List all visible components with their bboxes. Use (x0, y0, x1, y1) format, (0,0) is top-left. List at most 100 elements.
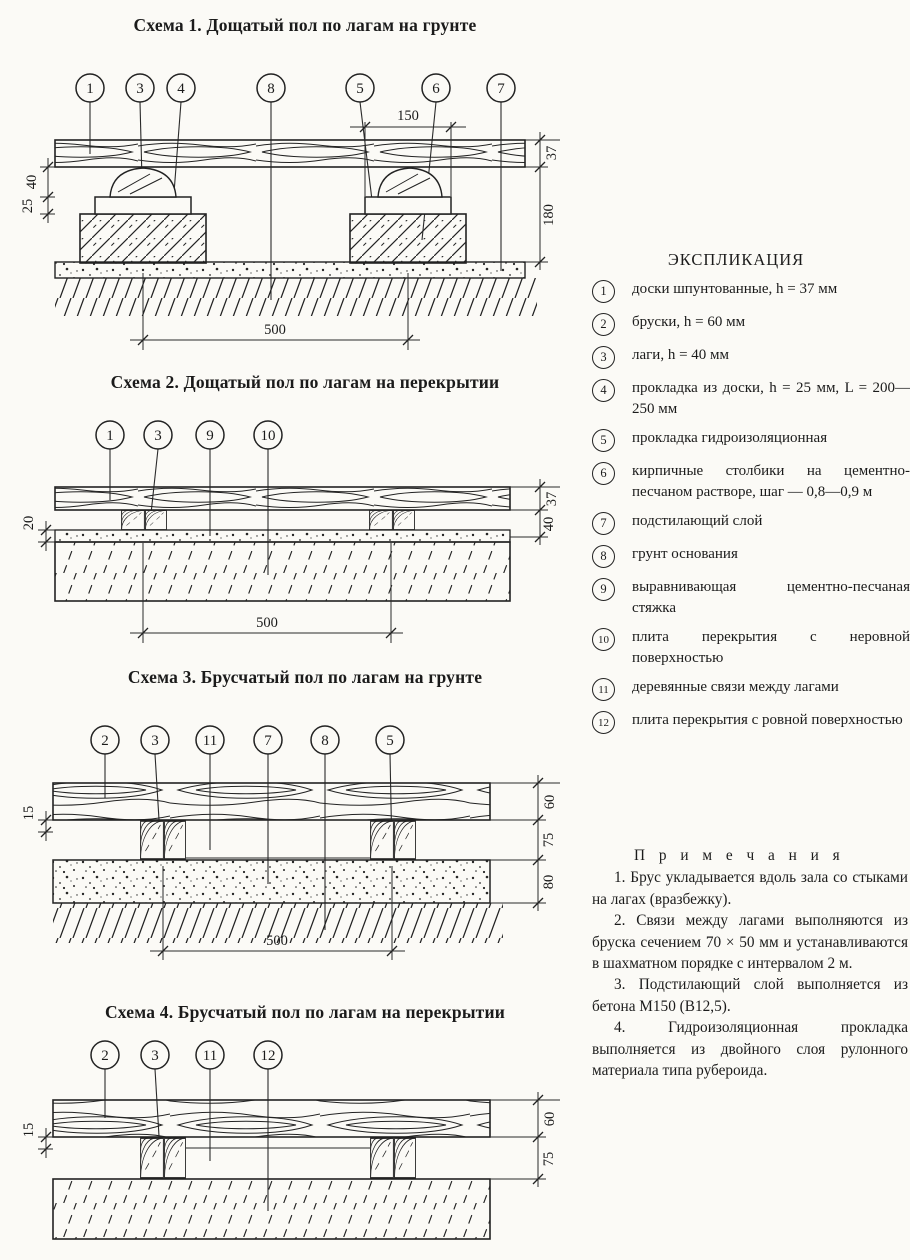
svg-text:3: 3 (151, 1048, 159, 1064)
scheme-3-ground-layer (53, 903, 503, 943)
item-text: кирпичные столбики на цементно-песчаном … (632, 463, 910, 500)
svg-text:10: 10 (261, 428, 276, 444)
scheme-3-dim-bottom: 500 (150, 866, 405, 960)
note-item: 3. Подстилающий слой выполняется из бето… (592, 976, 908, 1015)
svg-text:11: 11 (203, 1048, 217, 1064)
svg-text:60: 60 (542, 795, 558, 810)
svg-text:9: 9 (206, 428, 214, 444)
callout-badge: 1 (95, 420, 125, 450)
explication-item: 5 прокладка гидроизоляционная (592, 428, 910, 452)
callout-badge: 3 (140, 1040, 170, 1070)
scheme-1-dim-left: 40 25 (20, 158, 55, 223)
scheme-4-drawing: 2 3 11 12 15 60 75 (21, 1040, 560, 1240)
item-number-badge: 3 (592, 346, 615, 369)
item-number-badge: 8 (592, 545, 615, 568)
callout-badge: 6 (421, 73, 451, 103)
callout-badge: 11 (195, 1040, 225, 1070)
scheme-1-pad-board (94, 196, 452, 215)
explication-list: 1 доски шпунтованные, h = 37 мм 2 бруски… (592, 279, 910, 734)
item-number-badge: 12 (592, 711, 615, 734)
scheme-1-lag (109, 167, 443, 198)
svg-text:12: 12 (261, 1048, 276, 1064)
scheme-1-drawing: 1 3 4 8 5 6 7 150 40 25 3 7 (20, 73, 560, 350)
scheme-3-drawing: 2 3 11 7 8 5 15 60 75 80 500 (21, 725, 560, 960)
explication-item: 3 лаги, h = 40 мм (592, 345, 910, 369)
scheme-3-dim-right: 60 75 80 (490, 775, 560, 911)
svg-text:3: 3 (136, 81, 144, 97)
explication-item: 2 бруски, h = 60 мм (592, 312, 910, 336)
item-number-badge: 11 (592, 678, 615, 701)
scheme-4-lag (140, 1137, 416, 1179)
scheme-4-dim-left: 15 (21, 1123, 53, 1158)
callout-badge: 4 (166, 73, 196, 103)
svg-text:3: 3 (151, 733, 159, 749)
item-text: лаги, h = 40 мм (632, 347, 730, 363)
scheme-1-callouts: 1 3 4 8 5 6 7 (75, 73, 516, 103)
scheme-3-callouts: 2 3 11 7 8 5 (90, 725, 405, 755)
scheme-4-dim-right: 60 75 (490, 1092, 560, 1187)
svg-text:5: 5 (386, 733, 394, 749)
svg-text:2: 2 (101, 733, 109, 749)
item-text: прокладка гидроизоляционная (632, 430, 828, 446)
scheme-1-brick-pier (79, 213, 467, 264)
callout-badge: 7 (486, 73, 516, 103)
callout-badge: 8 (256, 73, 286, 103)
scheme-1-underlayment-layer (54, 261, 526, 279)
item-text: подстилающий слой (632, 513, 763, 529)
svg-text:20: 20 (21, 516, 37, 531)
explication-item: 12 плита перекрытия с ровной поверхность… (592, 710, 910, 734)
explication-item: 4 прокладка из доски, h = 25 мм, L = 200… (592, 378, 910, 419)
scheme-2-dim-left: 20 (21, 516, 55, 551)
scheme-1-floor-boards (54, 139, 526, 168)
explication-item: 7 подстилающий слой (592, 511, 910, 535)
scheme-1-title: Схема 1. Дощатый пол по лагам на грунте (133, 15, 477, 35)
scheme-4-floor-bars (52, 1099, 491, 1138)
svg-text:8: 8 (321, 733, 329, 749)
scheme-1-dim-bottom: 500 (130, 273, 420, 350)
svg-text:40: 40 (24, 175, 40, 190)
explication-item: 10 плита перекрытия с неровной поверхнос… (592, 627, 910, 668)
svg-text:2: 2 (101, 1048, 109, 1064)
scheme-4-title: Схема 4. Брусчатый пол по лагам на перек… (104, 1002, 506, 1022)
svg-text:180: 180 (541, 204, 557, 226)
notes-title: П р и м е ч а н и я (634, 847, 845, 864)
scheme-3-dim-left: 15 (21, 806, 53, 841)
scheme-2-dim-bottom: 500 (130, 543, 403, 643)
callout-badge: 8 (310, 725, 340, 755)
svg-text:150: 150 (397, 108, 419, 124)
item-text: плита перекрытия с ровной поверхностью (632, 712, 903, 728)
explication-item: 9 выравнивающая цементно-песчаная стяжка (592, 577, 910, 618)
scheme-2-title: Схема 2. Дощатый пол по лагам на перекры… (110, 372, 500, 392)
item-number-badge: 1 (592, 280, 615, 303)
svg-text:40: 40 (541, 517, 557, 532)
item-text: грунт основания (632, 546, 738, 562)
note-item: 2. Связи между лагами выполняются из бру… (592, 912, 908, 973)
scheme-4-callouts: 2 3 11 12 (90, 1040, 283, 1070)
item-text: бруски, h = 60 мм (632, 314, 746, 330)
svg-text:8: 8 (267, 81, 275, 97)
scheme-3-title: Схема 3. Брусчатый пол по лагам на грунт… (127, 667, 483, 687)
svg-text:1: 1 (106, 428, 114, 444)
note-item: 1. Брус укладывается вдоль зала со стыка… (592, 869, 908, 908)
callout-badge: 3 (140, 725, 170, 755)
explication: ЭКСПЛИКАЦИЯ 1 доски шпунтованные, h = 37… (592, 250, 910, 743)
explication-item: 11 деревянные связи между лагами (592, 677, 910, 701)
item-number-badge: 2 (592, 313, 615, 336)
scheme-2-drawing: 1 3 9 10 20 37 40 500 (21, 420, 560, 643)
svg-text:11: 11 (203, 733, 217, 749)
item-number-badge: 6 (592, 462, 615, 485)
scheme-2-screed-layer (54, 529, 511, 543)
item-text: доски шпунтованные, h = 37 мм (632, 281, 838, 297)
svg-text:500: 500 (266, 933, 288, 949)
callout-badge: 11 (195, 725, 225, 755)
svg-text:60: 60 (542, 1112, 558, 1127)
scheme-3-lag (140, 820, 416, 860)
scheme-3-underlayment-layer (52, 859, 491, 904)
explication-item: 6 кирпичные столбики на цементно-песчано… (592, 461, 910, 502)
item-text: плита перекрытия с неровной поверхностью (632, 629, 910, 666)
notes: П р и м е ч а н и я 1. Брус укладывается… (592, 845, 908, 1081)
scheme-3-floor-bars (52, 782, 491, 821)
svg-text:6: 6 (432, 81, 440, 97)
svg-text:25: 25 (20, 199, 36, 214)
